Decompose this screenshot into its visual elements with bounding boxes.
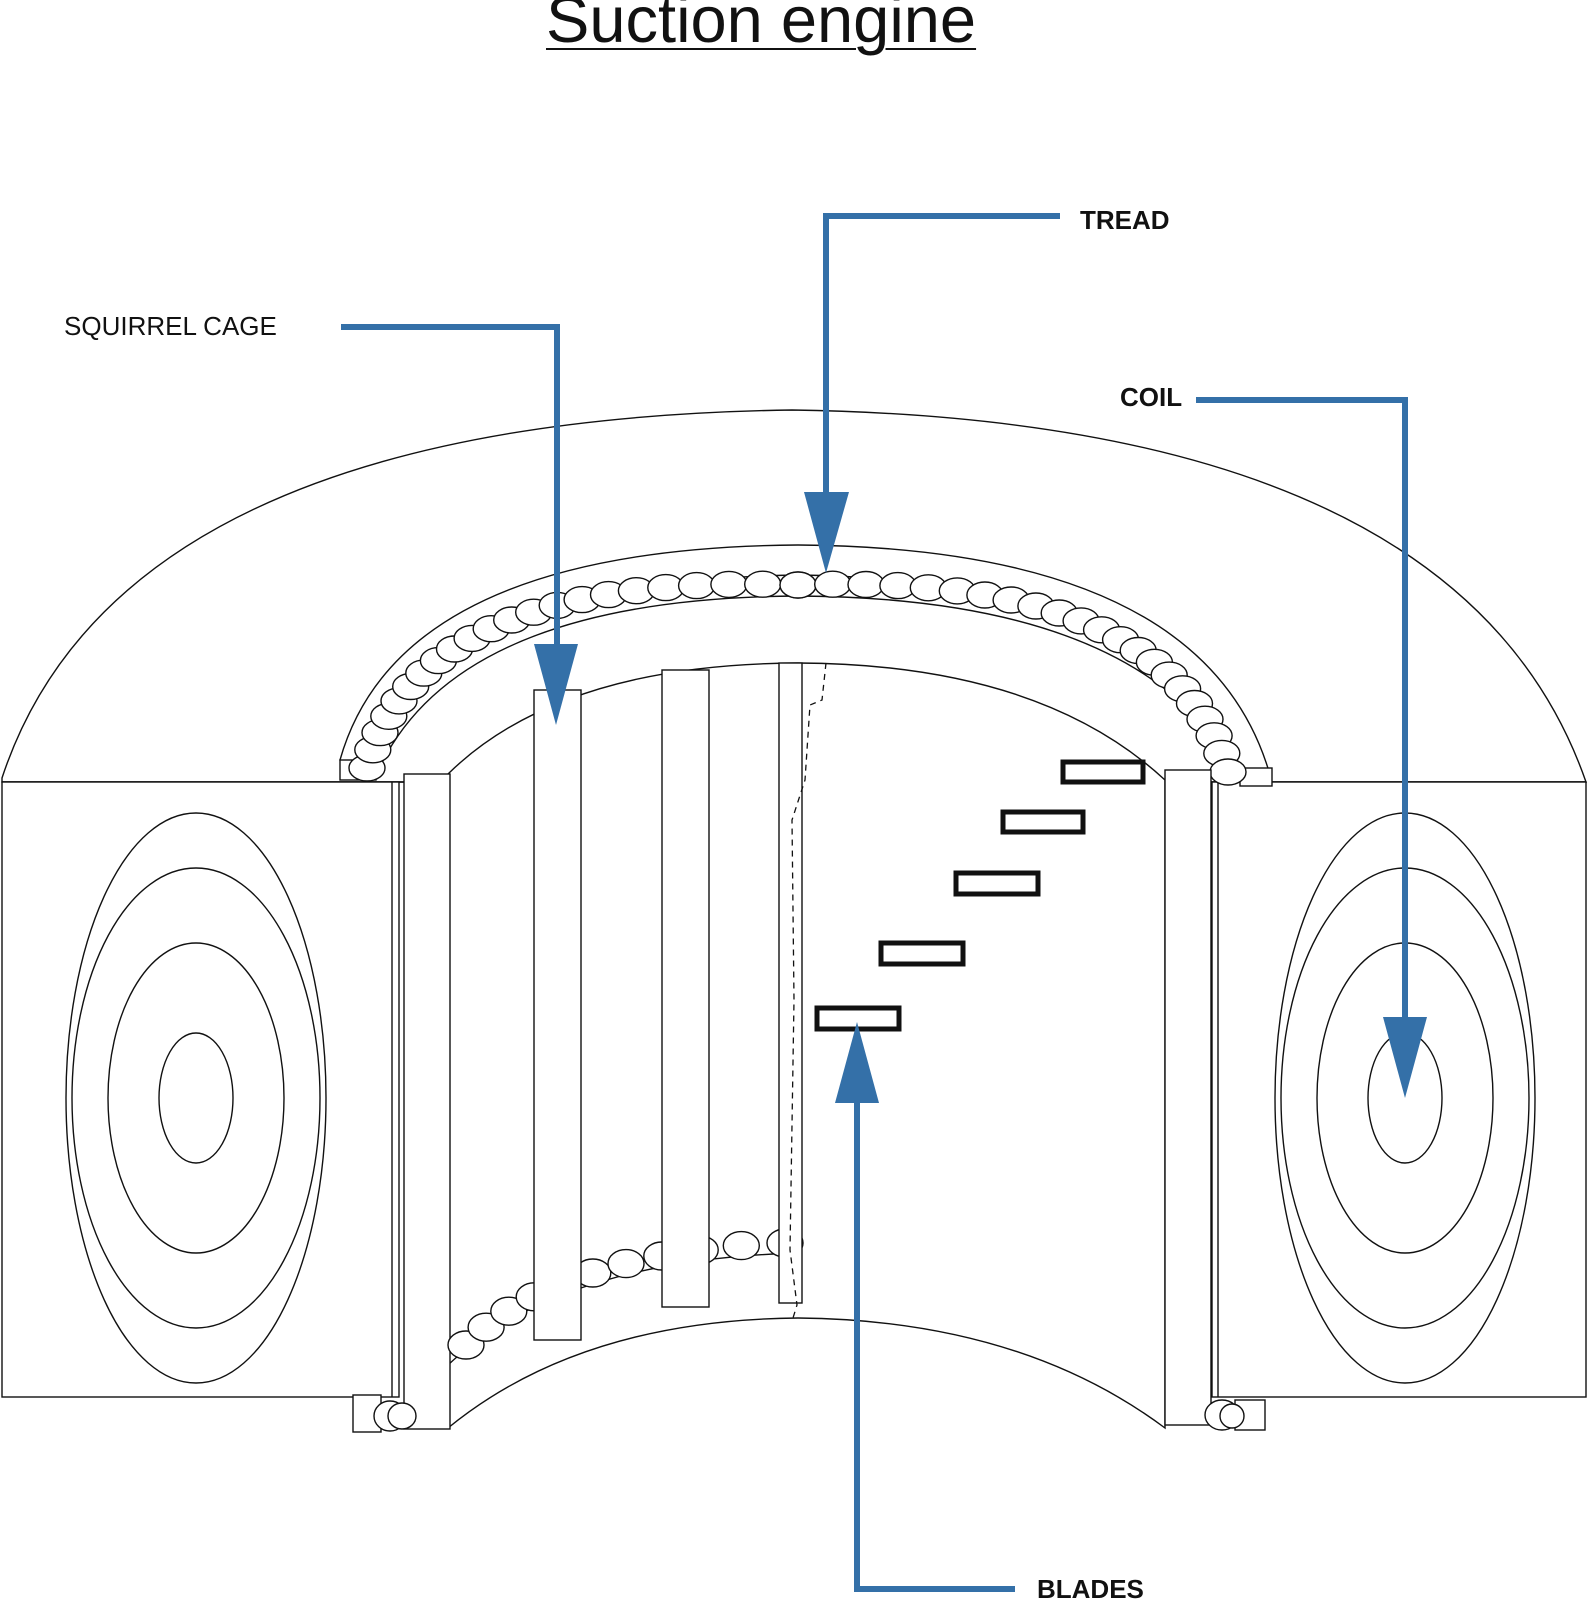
blades [814, 759, 1146, 1032]
bearing-ball [490, 1296, 528, 1326]
leader-blades [835, 1022, 1015, 1592]
bearing-ball [779, 571, 817, 599]
rotor-body [403, 662, 1212, 1430]
leader-squirrel-cage [341, 324, 578, 725]
bearing-ball [677, 571, 716, 600]
bearing-ball [847, 570, 885, 599]
label-coil: COIL [1120, 382, 1183, 412]
right-coil-block [1211, 781, 1587, 1398]
lower-bearings [352, 1394, 1266, 1433]
bearing-ball [1209, 758, 1247, 786]
tread-bearing-balls [348, 570, 1247, 786]
leader-coil [1196, 397, 1427, 1098]
blade-2 [1000, 809, 1086, 835]
label-blades: BLADES [1037, 1574, 1144, 1604]
bearing-ball [607, 1248, 645, 1279]
blade-3 [953, 870, 1041, 897]
page-title: Suction engine [546, 0, 977, 56]
bearing-ball [744, 570, 782, 598]
squirrel-cage-bars [533, 662, 827, 1341]
bearing-ball [710, 570, 748, 599]
label-squirrel-cage: SQUIRREL CAGE [64, 311, 277, 341]
leader-tread [804, 213, 1060, 573]
blade-4 [878, 940, 966, 967]
left-coil-block [1, 781, 400, 1398]
bearing-ball [814, 570, 852, 598]
blade-1 [1060, 759, 1146, 785]
bearing-ball [722, 1230, 760, 1261]
label-tread: TREAD [1080, 205, 1170, 235]
